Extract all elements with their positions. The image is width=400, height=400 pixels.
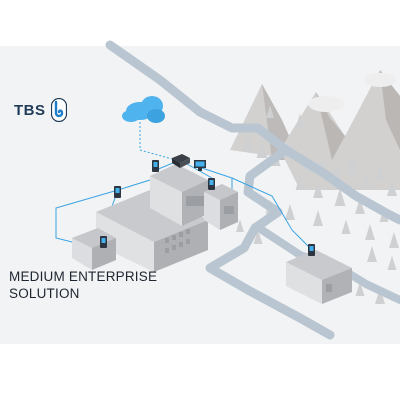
terminal-device-icon: [114, 186, 121, 198]
pine-tree-icon: [295, 175, 305, 190]
rear-building: [150, 164, 208, 226]
pine-tree-icon: [313, 182, 323, 198]
pine-tree-icon: [236, 219, 244, 232]
solution-headline: MEDIUM ENTERPRISE SOLUTION: [9, 268, 229, 302]
pine-tree-icon: [389, 232, 399, 248]
brand-logo: TBS: [14, 98, 67, 122]
pine-tree-icon: [266, 105, 274, 118]
pine-tree-icon: [355, 281, 365, 296]
network-links: [55, 122, 311, 251]
pine-tree-icon: [355, 198, 365, 214]
side-building: [204, 184, 238, 230]
access-terminals: [100, 154, 315, 256]
server-box-icon: [172, 154, 190, 168]
pine-tree-icon: [313, 210, 323, 226]
headline-line-1: MEDIUM ENTERPRISE: [9, 269, 158, 284]
cloud-icon: [122, 96, 165, 123]
pine-tree-icon: [361, 172, 371, 188]
pine-tree-icon: [375, 288, 385, 304]
terminal-device-icon: [152, 160, 159, 172]
pine-tree-icon: [285, 204, 295, 220]
brand-name: TBS: [14, 101, 46, 119]
pine-tree-icon: [253, 229, 263, 244]
pine-tree-icon: [387, 255, 397, 270]
tbs-finger-badge-icon: [50, 98, 67, 122]
pine-tree-icon: [367, 246, 377, 262]
terminal-device-icon: [100, 236, 107, 248]
pine-tree-icon: [346, 156, 358, 174]
pine-tree-icon: [295, 113, 305, 128]
terminal-device-icon: [308, 244, 315, 256]
computer-monitor-icon: [194, 160, 206, 171]
pine-tree-icon: [334, 188, 346, 206]
pine-tree-icon: [375, 165, 385, 180]
pine-tree-icon: [243, 134, 253, 150]
pine-tree-icon: [256, 140, 268, 158]
branch-building: [286, 250, 352, 304]
pine-tree-icon: [317, 153, 327, 168]
pine-tree-icon: [341, 219, 351, 234]
pine-trees: [236, 105, 399, 304]
terminal-device-icon: [208, 178, 215, 190]
pine-tree-icon: [387, 180, 397, 196]
pine-tree-icon: [365, 224, 375, 240]
headline-line-2: SOLUTION: [9, 286, 80, 301]
